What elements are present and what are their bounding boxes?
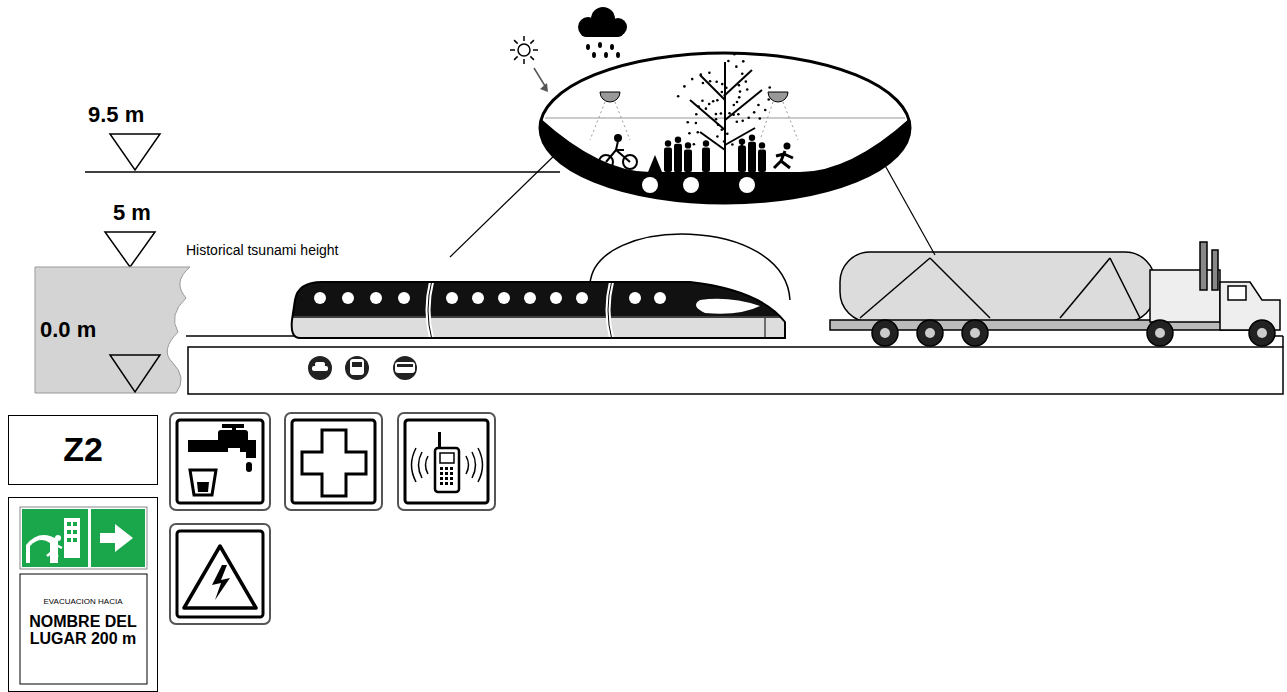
sign-destination: NOMBRE DEL LUGAR 200 m — [29, 613, 137, 648]
annotation: Historical tsunami height — [186, 242, 339, 258]
road-slab — [186, 336, 1283, 394]
zone-box: Z2 — [8, 415, 158, 485]
sign-heading: EVACUACION HACIA — [44, 598, 123, 607]
service-icons — [170, 413, 495, 624]
level-label: 0.0 m — [40, 317, 96, 343]
train — [280, 280, 800, 340]
sea — [35, 267, 190, 393]
level-label: 9.5 m — [88, 102, 144, 128]
zone-label: Z2 — [63, 431, 103, 468]
capsule — [530, 53, 930, 212]
weather — [510, 7, 627, 92]
evacuation-sign — [20, 507, 147, 684]
evacuation-sign-box: EVACUACION HACIA NOMBRE DEL LUGAR 200 m — [8, 497, 158, 692]
zero-marker — [110, 355, 160, 392]
tanker-truck — [830, 242, 1280, 346]
level-label: 5 m — [113, 200, 151, 226]
vehicle-icons — [308, 356, 417, 380]
level-markers — [85, 134, 560, 267]
